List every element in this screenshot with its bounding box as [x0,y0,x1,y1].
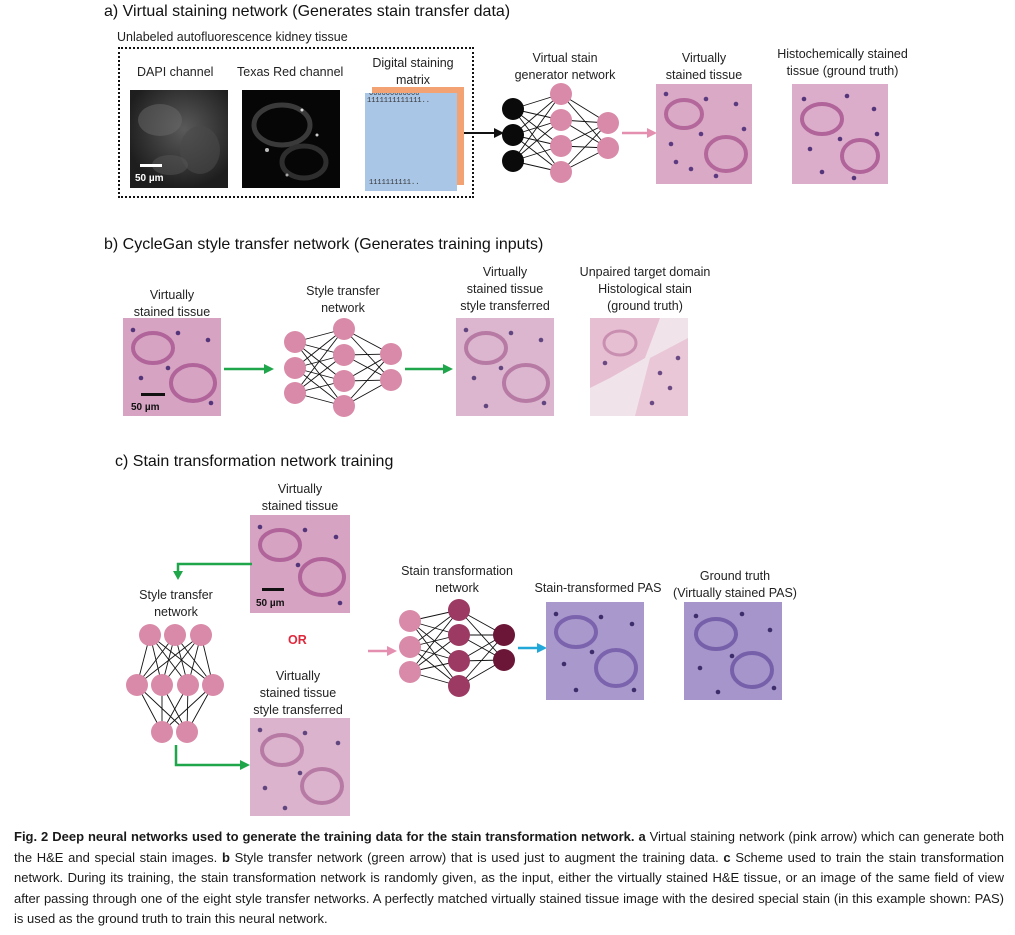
figure-caption: Fig. 2 Deep neural networks used to gene… [14,827,1004,930]
section-c-title: c) Stain transformation network training [115,453,394,470]
virtually-stained-label-b: Virtually stained tissue [133,288,211,319]
virtually-stained-tissue-image-a [656,84,752,184]
virtual-stain-generator-network [500,82,625,188]
style-transfer-network-label-b: Style transfer network [306,284,380,315]
ground-truth-pas-label: Ground truth (Virtually stained PAS) [673,569,797,600]
style-transferred-label-c: Virtually stained tissue style transferr… [253,669,343,717]
stain-transformation-network [398,598,520,698]
scale-bar [140,164,162,167]
autofluorescence-box [118,47,474,198]
green-arrow [405,364,453,374]
caption-b-key: b [221,849,230,865]
digital-staining-matrix: 000000000000 1111111111111.. 1111111111.… [365,93,457,191]
digital-staining-matrix-label: Digital staining matrix [372,56,454,87]
pink-arrow [368,646,397,656]
histochemically-stained-tissue-image [792,84,888,184]
ground-truth-pas-image [684,602,782,700]
green-arrow [173,562,252,580]
caption-a-text: Virtual staining network (pink arrow) wh… [14,829,1004,865]
style-transferred-label-b: Virtually stained tissue style transferr… [460,265,550,313]
style-transfer-network-b [283,318,405,418]
black-arrow [464,128,504,138]
dapi-channel-label: DAPI channel [137,65,214,79]
autofluorescence-label: Unlabeled autofluorescence kidney tissue [117,30,348,44]
generator-network-label: Virtual stain generator network [514,51,616,82]
blue-arrow [518,643,547,653]
style-transferred-tissue-image-b [456,318,554,416]
dapi-channel-image: 50 µm [130,90,228,188]
section-a-title: a) Virtual staining network (Generates s… [104,3,511,20]
style-transfer-network-c [120,622,230,747]
texas-red-channel-label: Texas Red channel [237,65,344,79]
section-b-title: b) CycleGan style transfer network (Gene… [104,236,544,253]
pink-arrow [622,128,657,138]
histochemically-stained-label: Histochemically stained tissue (ground t… [777,47,908,78]
stain-transformed-pas-image [546,602,644,700]
style-transfer-network-label-c: Style transfer network [139,588,213,619]
virtually-stained-tissue-image-b: 50 µm [123,318,221,416]
caption-fig-label: Fig. 2 [14,829,49,844]
caption-b-text: Style transfer network (green arrow) tha… [234,849,719,865]
caption-title: Deep neural networks used to generate th… [52,829,635,844]
caption-c-key: c [723,849,731,865]
texas-red-channel-image [242,90,340,188]
caption-a-key: a [638,829,646,844]
stain-transformation-network-label: Stain transformation network [401,564,513,595]
unpaired-target-label: Unpaired target domain Histological stai… [579,265,711,313]
scale-bar-label: 50 µm [135,173,164,184]
stain-transformed-pas-label: Stain-transformed PAS [534,581,662,595]
green-arrow [174,745,250,770]
scale-bar-label: 50 µm [256,598,285,609]
virtually-stained-label-c: Virtually stained tissue [261,482,339,513]
style-transferred-tissue-image-c [250,718,350,816]
virtually-stained-tissue-image-c: 50 µm [250,515,350,613]
scale-bar [262,588,284,591]
or-label: OR [288,633,307,647]
green-arrow [224,364,274,374]
virtually-stained-label-a: Virtually stained tissue [665,51,743,82]
caption-c-text: Scheme used to train the stain transform… [14,849,1004,927]
scale-bar [141,393,165,396]
scale-bar-label: 50 µm [131,402,160,413]
target-domain-tissue-image [590,318,688,416]
